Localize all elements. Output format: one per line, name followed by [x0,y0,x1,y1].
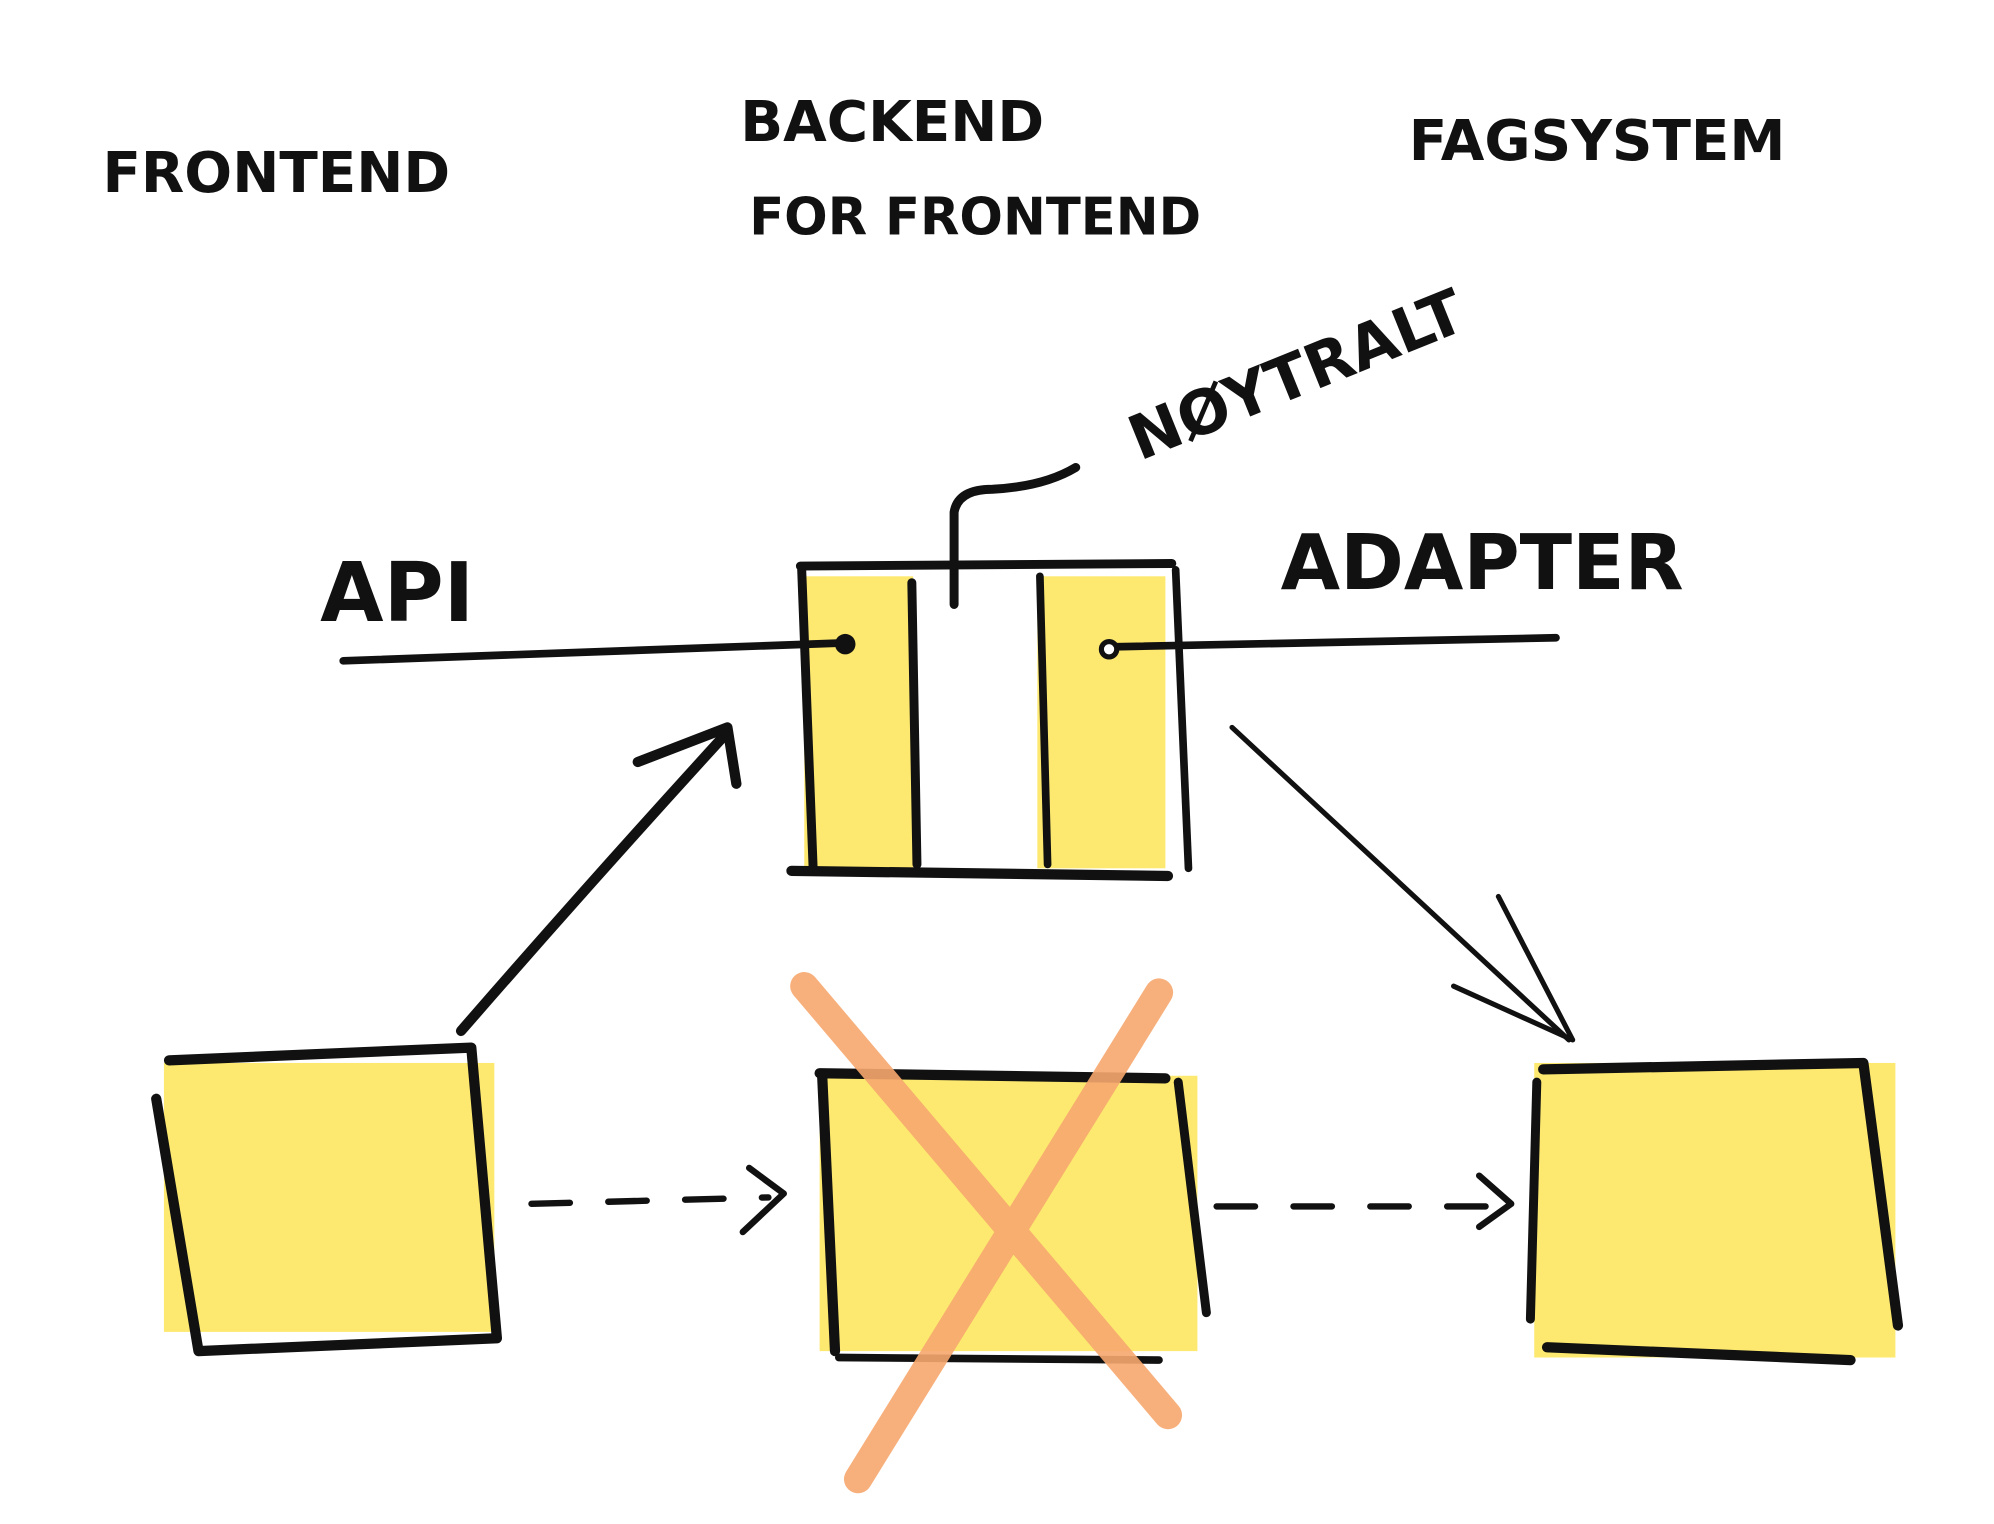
arrowhead-icon [1475,1172,1515,1231]
api-label: API [320,546,474,641]
backend-heading: BACKEND [740,90,1044,155]
adapter-line [1112,633,1560,651]
arrowhead-icon [739,1164,787,1236]
arrowhead-icon [632,722,742,789]
bff-component [786,559,1193,882]
cross-out-icon [790,972,1183,1494]
adapter-port [1098,639,1120,660]
arrowhead-icon [1450,893,1576,1043]
adapter-to-fagsystem-arrow [1229,724,1572,1043]
backend-subheading: FOR FRONTEND [749,187,1201,247]
dashed-arrow-frontend-to-legacy [528,1194,772,1208]
frontend-box [151,1042,503,1357]
frontend-to-api-arrow [455,731,729,1037]
neutral-pointer [949,462,1081,609]
frontend-heading: FRONTEND [102,141,450,206]
api-port [834,633,856,655]
neutral-label: NØYTRALT [1119,276,1475,475]
adapter-label: ADAPTER [1281,519,1684,608]
api-line [339,639,850,665]
fagsystem-heading: FAGSYSTEM [1409,109,1786,174]
fagsystem-box [1525,1057,1904,1366]
